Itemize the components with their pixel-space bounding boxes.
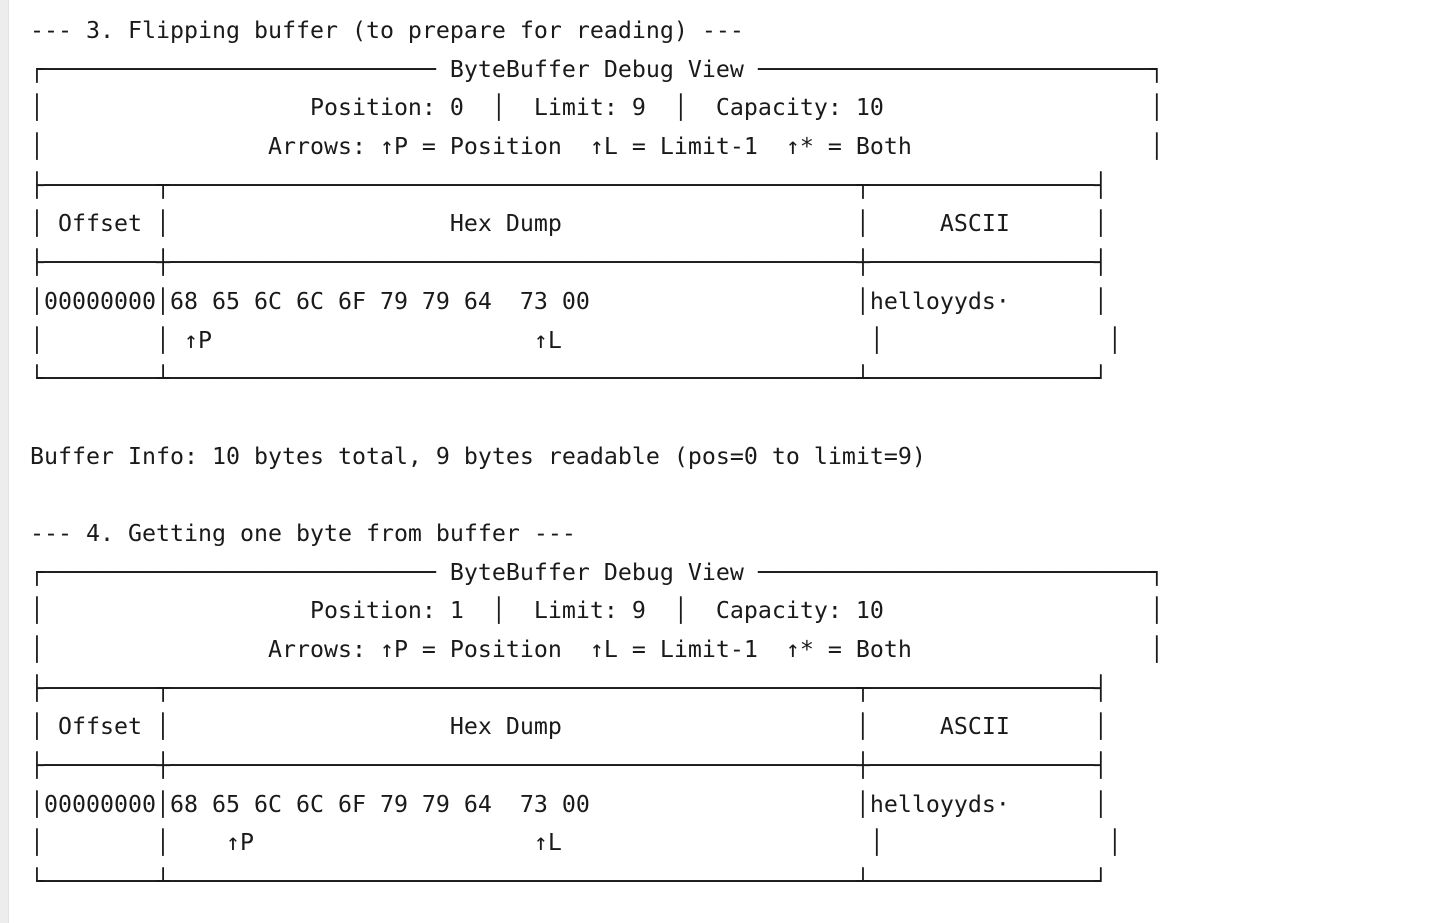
section-4-heading: --- 4. Getting one byte from buffer --- <box>30 519 576 547</box>
box2-arrows-legend: │ Arrows: ↑P = Position ↑L = Limit-1 ↑* … <box>30 636 1164 663</box>
box2-column-header-row: │ Offset │ Hex Dump │ ASCII │ <box>30 713 1108 741</box>
box2-title-border: ┌──────────────────────────── ByteBuffer… <box>30 558 1164 586</box>
box2-state-row: │ Position: 1 │ Limit: 9 │ Capacity: 10 … <box>30 597 1164 625</box>
buffer-info-line: Buffer Info: 10 bytes total, 9 bytes rea… <box>30 442 926 470</box>
box2-bottom-border: └────────┴──────────────────────────────… <box>30 868 1108 896</box>
box2-table-top-divider: ├────────┬──────────────────────────────… <box>30 674 1108 702</box>
box2-marker-row: │ │ ↑P ↑L │ │ <box>30 829 1122 857</box>
box1-marker-row: │ │ ↑P ↑L │ │ <box>30 326 1122 354</box>
box1-table-top-divider: ├────────┬──────────────────────────────… <box>30 171 1108 199</box>
box1-column-header-row: │ Offset │ Hex Dump │ ASCII │ <box>30 210 1108 238</box>
box1-hex-dump-row: │00000000│68 65 6C 6C 6F 79 79 64 73 00 … <box>30 287 1108 315</box>
left-gutter <box>0 0 9 923</box>
box2-hex-dump-row: │00000000│68 65 6C 6C 6F 79 79 64 73 00 … <box>30 790 1108 818</box>
section-3-heading: --- 3. Flipping buffer (to prepare for r… <box>30 17 744 44</box>
box1-header-divider: ├────────┼──────────────────────────────… <box>30 249 1108 277</box>
terminal-output: --- 3. Flipping buffer (to prepare for r… <box>30 17 1164 896</box>
box1-title-border: ┌──────────────────────────── ByteBuffer… <box>30 55 1164 83</box>
box1-state-row: │ Position: 0 │ Limit: 9 │ Capacity: 10 … <box>30 94 1164 122</box>
box2-header-divider: ├────────┼──────────────────────────────… <box>30 752 1108 780</box>
blank-line-1 <box>30 399 1164 438</box>
box1-arrows-legend: │ Arrows: ↑P = Position ↑L = Limit-1 ↑* … <box>30 133 1164 161</box>
box1-bottom-border: └────────┴──────────────────────────────… <box>30 365 1108 393</box>
blank-line-2 <box>30 476 1164 515</box>
